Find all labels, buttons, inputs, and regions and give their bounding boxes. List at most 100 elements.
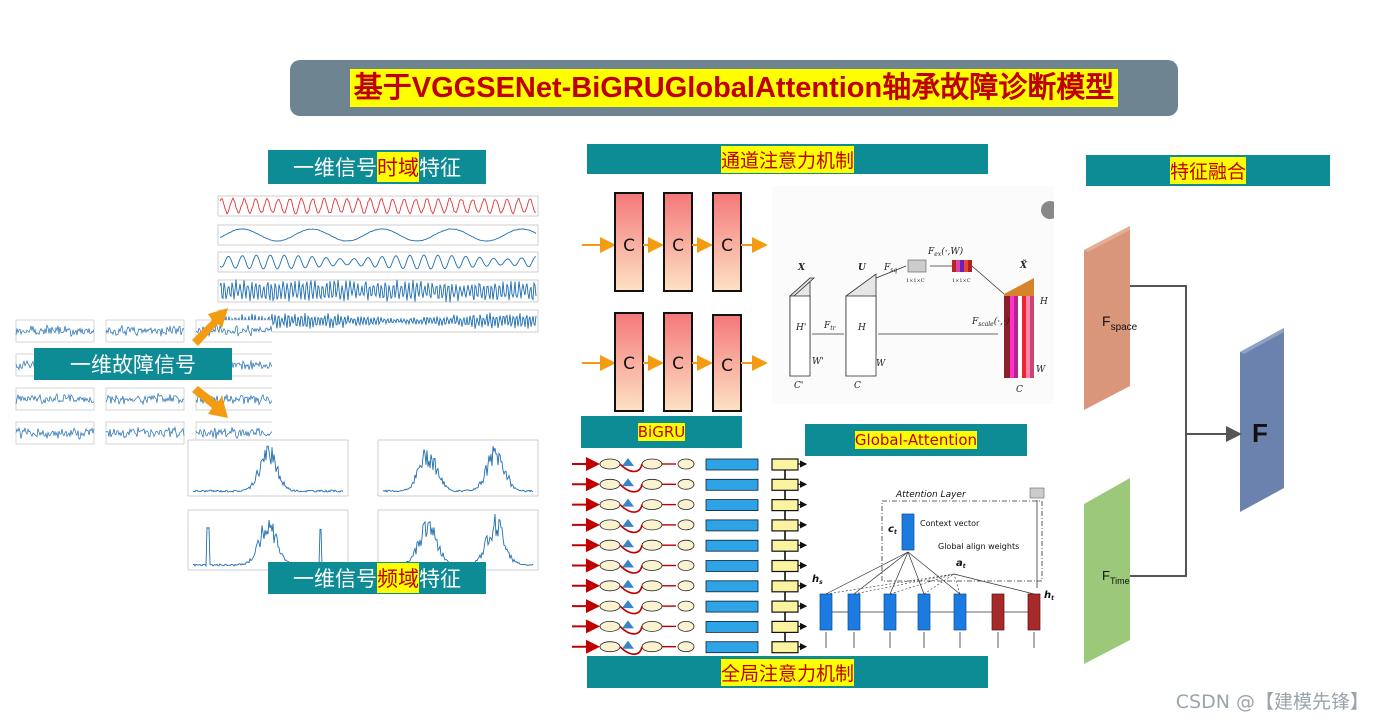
gru-forward-cell [599,499,621,510]
block-label: C [623,236,635,256]
down-arrow-icon [192,386,228,418]
source-hidden-cell [883,593,897,631]
global-align-label: Global align weights [938,542,1019,551]
signal-line [105,426,185,439]
w-label: W [876,359,886,369]
hidden-state-box [705,560,759,572]
attention-link [889,551,909,595]
fscale-label: Fscale(·,·) [971,316,1010,328]
fault-signal-label: 一维故障信号 [34,348,232,380]
source-hidden-cell [917,593,931,631]
gru-forward-cell [599,478,621,490]
output-box [771,641,799,654]
spectrum-line [192,445,344,493]
waveform-line [219,197,536,215]
block-label: C [672,354,684,374]
hidden-state-box [705,499,759,511]
bigru-network [572,457,808,655]
triangle-icon [622,559,634,568]
feature-fusion-label: 特征融合 [1086,155,1330,186]
recurrent-link [619,524,643,534]
c-prime-label: C' [794,381,803,391]
block-label: C [721,356,733,376]
hidden-state-box [705,620,759,633]
signal-line [105,393,185,406]
time-domain-label: 一维信号时域特征 [268,150,486,184]
recurrent-link [619,564,643,574]
h-prime-label: H' [795,323,806,333]
output-box [771,559,799,573]
f-time-block [1084,478,1130,664]
f-space-label: Fspace [1102,313,1138,333]
gru-forward-cell [599,560,621,571]
triangle-icon [622,539,634,548]
frequency-domain-plots [187,439,539,571]
align-link [889,573,955,595]
attention-link [907,551,961,595]
h-s-label: hs [812,574,823,586]
page-title: 基于VGGSENet-BiGRUGlobalAttention轴承故障诊断模型 [349,69,1119,107]
hidden-state-box [705,641,759,654]
output-box [771,458,799,471]
gru-output-cell [677,641,695,653]
w-prime-label: W' [812,357,824,367]
gru-output-cell [677,620,695,632]
triangle-icon [622,478,634,487]
attention-link [825,551,909,595]
signal-line [15,392,95,405]
recurrent-link [619,585,643,595]
global-attention-label: Global-Attention [805,424,1027,456]
recurrent-link [619,544,643,554]
triangle-icon [622,640,634,649]
output-box [771,600,799,613]
gru-forward-cell [599,641,621,653]
target-hidden-cell [1027,593,1041,631]
channel-attention-label: 通道注意力机制 [587,144,988,174]
gru-output-cell [677,458,695,470]
h-label: H [1039,297,1048,307]
block-label: C [721,236,733,256]
bigru-label: BiGRU [581,416,742,448]
block-label: C [623,354,635,374]
hidden-state-box [705,458,759,471]
c-label: C [854,381,861,391]
output-box [771,580,799,593]
gru-forward-cell [599,458,621,470]
gru-output-cell [677,499,695,510]
waveform-line [219,228,537,242]
fsq-label: Fsq [883,263,897,274]
h-label: H [857,323,866,333]
recurrent-link [619,463,643,473]
f-space-block [1084,226,1130,410]
context-vector-label: Context vector [920,519,980,528]
x-label: X [797,263,806,273]
gru-backward-cell [641,580,663,592]
signal-line [195,427,272,439]
dims-label: 1×1×C [906,278,925,284]
title-banner: 基于VGGSENet-BiGRUGlobalAttention轴承故障诊断模型 [290,60,1178,116]
gru-backward-cell [641,499,663,510]
x-tilde-label: X̃ [1019,259,1028,271]
gru-backward-cell [641,600,663,612]
hidden-state-box [705,600,759,613]
gru-backward-cell [641,478,663,490]
f-output-label: F [1252,418,1268,448]
hidden-state-box [705,580,759,593]
align-link [953,573,961,595]
align-link [825,573,955,595]
channel-block-row-1 [582,192,768,292]
gru-backward-cell [641,560,663,571]
signal-line [15,323,95,338]
dims-label: 1×1×C [952,278,971,284]
orange-arrows [192,308,228,418]
channel-blocks: C C C C C C [582,192,768,412]
source-hidden-cell [819,593,833,631]
up-arrow-icon [192,308,228,346]
corner-badge-icon [1041,201,1054,219]
recurrent-link [619,625,643,635]
se-block-diagram: X U X̃ Ftr Fsq Fex(·,W) Fscale(·,·) 1×1×… [772,186,1054,404]
gru-backward-cell [641,620,663,632]
gru-backward-cell [641,519,663,531]
output-box [771,478,799,491]
time-domain-plots [217,195,539,333]
